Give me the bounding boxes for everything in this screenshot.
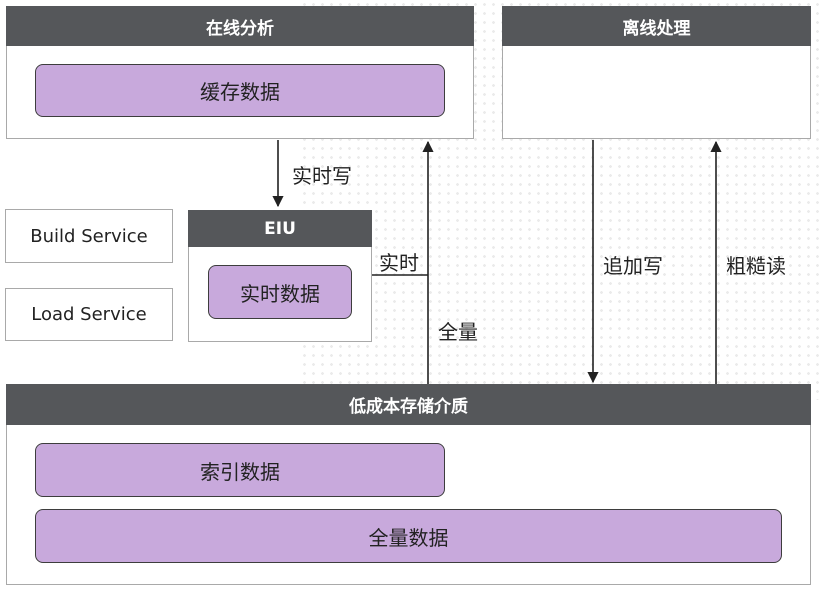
eiu-panel: EIU 实时数据: [188, 210, 372, 342]
realtime-write-label: 实时写: [292, 164, 352, 188]
storage-panel: 低成本存储介质 索引数据 全量数据: [6, 384, 811, 585]
build-service-box: Build Service: [5, 209, 173, 263]
cache-data-box: 缓存数据: [35, 64, 445, 117]
index-data-box: 索引数据: [35, 443, 445, 497]
eiu-title: EIU: [188, 210, 372, 247]
realtime-data-box: 实时数据: [208, 265, 352, 319]
storage-title: 低成本存储介质: [6, 384, 811, 425]
full-label: 全量: [438, 320, 478, 344]
append-write-label: 追加写: [603, 254, 663, 278]
offline-processing-title: 离线处理: [502, 6, 811, 46]
realtime-label: 实时: [379, 251, 419, 275]
offline-processing-panel: 离线处理: [502, 6, 811, 139]
load-service-box: Load Service: [5, 288, 173, 341]
online-analysis-panel: 在线分析 缓存数据: [6, 6, 474, 139]
online-analysis-title: 在线分析: [6, 6, 474, 46]
coarse-read-label: 粗糙读: [726, 254, 786, 278]
full-data-box: 全量数据: [35, 509, 782, 563]
